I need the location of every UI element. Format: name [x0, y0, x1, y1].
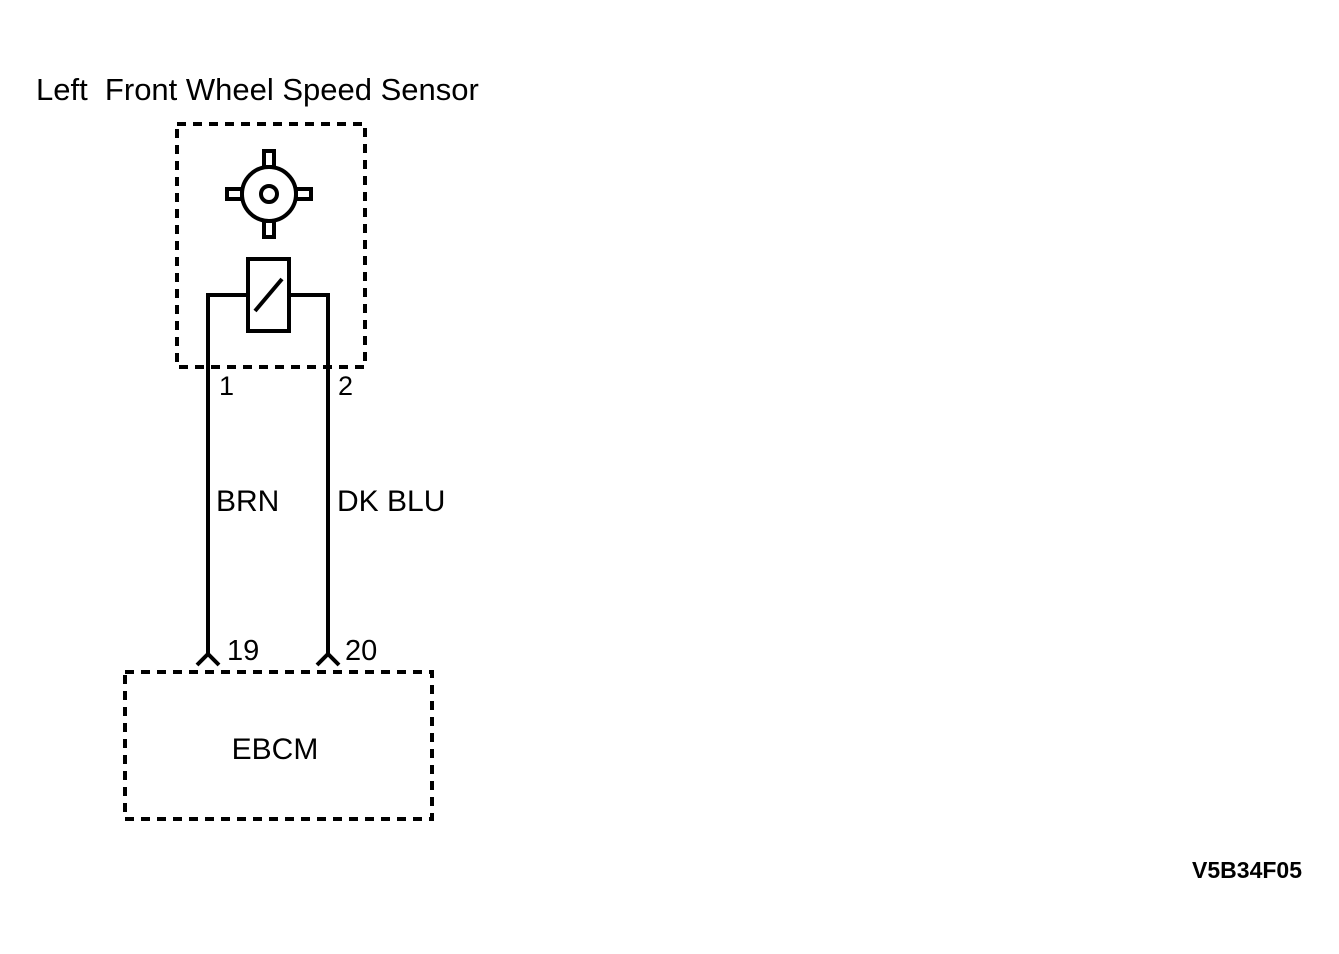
wire-color-dk-blu: DK BLU: [337, 485, 445, 518]
connector-terminal-20: [315, 651, 341, 667]
coil-icon: [246, 257, 291, 333]
module-pin-20: 20: [345, 635, 377, 667]
rotor-icon: [225, 149, 313, 239]
sensor-pin-1: 1: [219, 371, 234, 401]
coil-lead-right: [289, 293, 330, 368]
ebcm-label: EBCM: [232, 733, 319, 766]
connector-terminal-19: [195, 651, 221, 667]
diagram-title: Left Front Wheel Speed Sensor: [36, 72, 479, 107]
sensor-pin-2: 2: [338, 371, 353, 401]
ebcm-enclosure: [123, 670, 434, 821]
coil-lead-left: [206, 293, 248, 368]
module-pin-19: 19: [227, 635, 259, 667]
wire-color-brn: BRN: [216, 485, 279, 518]
sensor-enclosure: [175, 122, 367, 369]
figure-code: V5B34F05: [1192, 857, 1302, 883]
